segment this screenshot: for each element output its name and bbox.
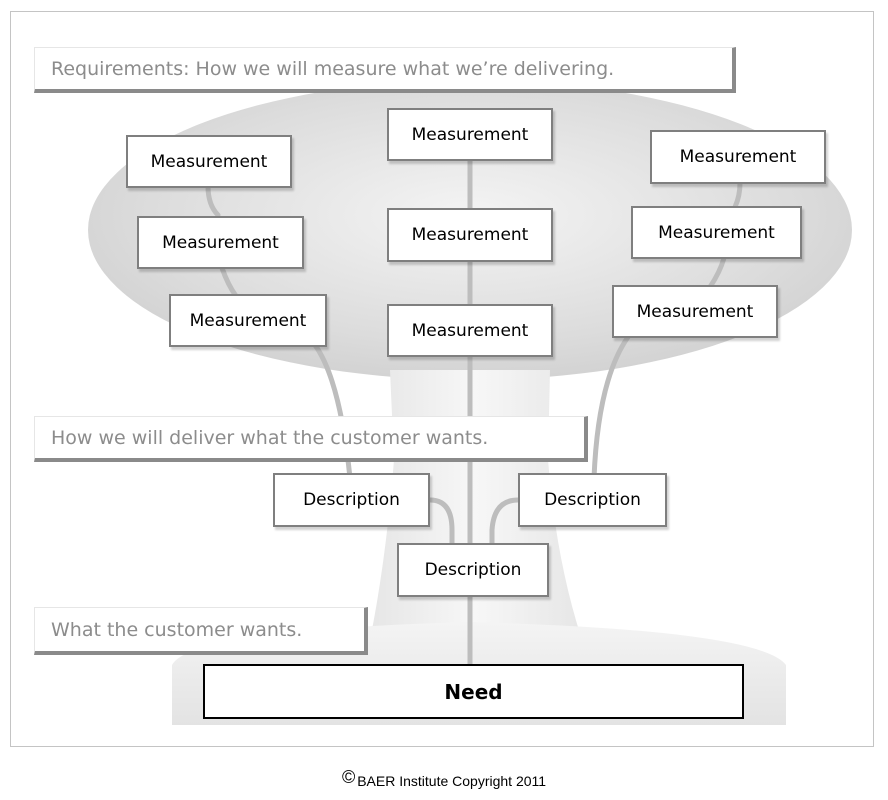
right-description-connector xyxy=(489,497,521,548)
need-label: Need xyxy=(444,679,503,704)
measurement-label: Measurement xyxy=(150,151,268,172)
description-box-left: Description xyxy=(273,473,430,527)
description-label: Description xyxy=(303,490,400,510)
measurement-box-right-2: Measurement xyxy=(631,206,802,259)
measurement-box-left-3: Measurement xyxy=(169,294,327,347)
measurement-label: Measurement xyxy=(636,301,754,322)
measurement-box-left-1: Measurement xyxy=(126,135,292,188)
measurement-box-center-1: Measurement xyxy=(387,108,553,161)
description-box-right: Description xyxy=(518,473,667,527)
measurement-label: Measurement xyxy=(658,222,775,243)
right-branch-line xyxy=(591,180,743,481)
need-box: Need xyxy=(203,664,744,719)
deliver-banner-text: How we will deliver what the customer wa… xyxy=(51,426,489,449)
measurement-box-right-3: Measurement xyxy=(612,285,778,338)
left-description-connector xyxy=(427,497,455,548)
measurement-label: Measurement xyxy=(411,124,529,145)
copyright-footer: © BAER Institute Copyright 2011 xyxy=(0,767,888,791)
description-label: Description xyxy=(544,490,641,510)
deliver-banner: How we will deliver what the customer wa… xyxy=(34,416,588,462)
customer-wants-banner: What the customer wants. xyxy=(34,607,368,655)
description-label: Description xyxy=(424,560,522,580)
measurement-box-center-3: Measurement xyxy=(387,304,553,357)
measurement-label: Measurement xyxy=(189,310,307,331)
measurement-box-right-1: Measurement xyxy=(650,130,826,184)
customer-wants-banner-text: What the customer wants. xyxy=(51,618,303,641)
measurement-label: Measurement xyxy=(411,320,529,341)
copyright-text: BAER Institute Copyright 2011 xyxy=(357,772,547,789)
measurement-box-center-2: Measurement xyxy=(387,208,553,262)
measurement-label: Measurement xyxy=(679,147,797,167)
copyright-icon: © xyxy=(341,767,356,787)
measurement-label: Measurement xyxy=(411,225,529,245)
requirements-banner-text: Requirements: How we will measure what w… xyxy=(51,57,615,80)
measurement-label: Measurement xyxy=(162,232,279,253)
measurement-box-left-2: Measurement xyxy=(137,216,304,269)
description-box-center: Description xyxy=(397,543,549,597)
requirements-banner: Requirements: How we will measure what w… xyxy=(34,47,736,93)
